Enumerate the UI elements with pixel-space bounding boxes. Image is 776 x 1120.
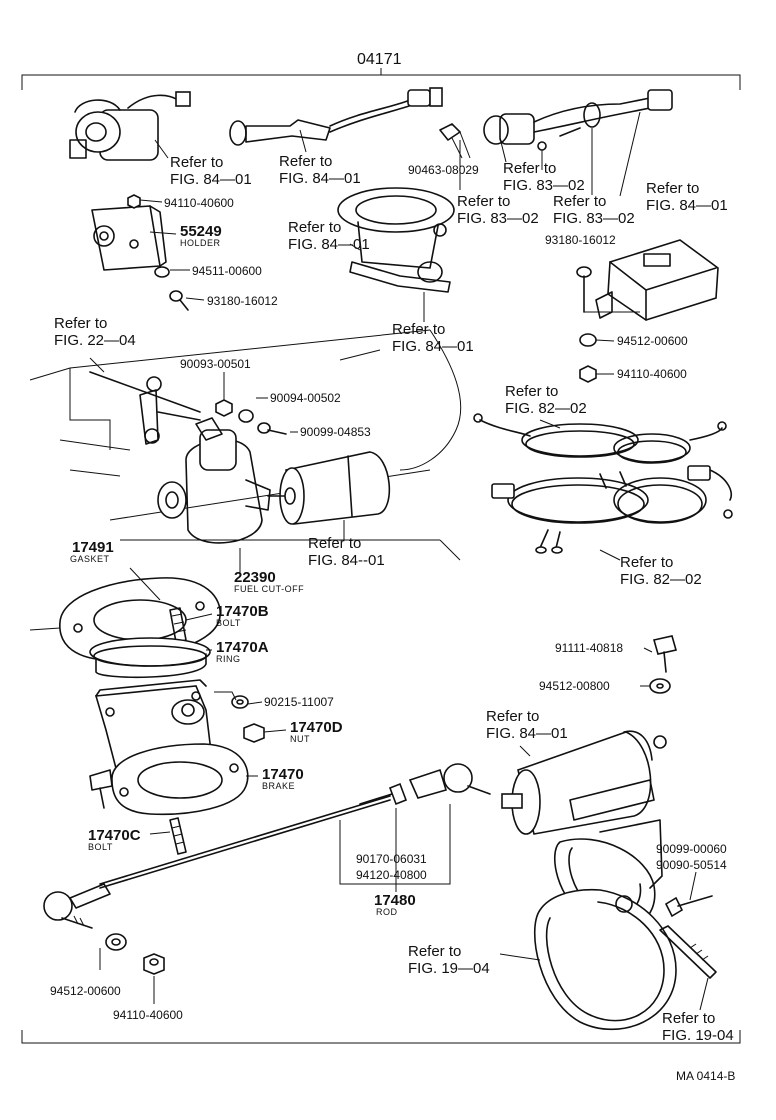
holder-plate-drawing [91, 205, 167, 271]
rod-17480-drawing [43, 793, 393, 929]
part-17470A: 17470A [216, 639, 269, 656]
part-90099-00060: 90099-00060 [656, 842, 727, 856]
part-94110-40600-top: 94110-40600 [164, 196, 234, 210]
solenoid-switch-drawing [69, 91, 191, 161]
washer-94511-drawing [154, 266, 170, 278]
part-55249-name: HOLDER [180, 238, 221, 248]
control-cable-drawing [229, 87, 443, 146]
part-55249: 55249 [180, 223, 222, 240]
switch-harness-drawing [483, 89, 673, 195]
part-90090-50514: 90090-50514 [656, 858, 727, 872]
screw-90099-lower-drawing [664, 895, 713, 918]
part-90094-00502: 90094-00502 [270, 391, 341, 405]
part-17491: 17491 [72, 539, 114, 556]
nut-94110-bottom-drawing [143, 953, 165, 975]
wiring-harness-drawing [473, 413, 733, 554]
figure-code: MA 0414-B [676, 1069, 736, 1083]
part-17470B: 17470B [216, 603, 269, 620]
nut-94110-right-drawing [579, 365, 597, 383]
part-93180-16012-right: 93180-16012 [545, 233, 616, 247]
part-91111-40818: 91111-40818 [555, 641, 624, 655]
screw-93180-right-drawing [576, 266, 640, 313]
clamp-band-drawing [533, 819, 677, 1031]
leader-lines [89, 111, 709, 1011]
part-17470B-name: BOLT [216, 618, 241, 628]
part-17480: 17480 [374, 892, 416, 909]
part-94512-00800: 94512-00800 [539, 679, 610, 693]
throttle-lever-drawing [89, 371, 201, 445]
part-17470C: 17470C [88, 827, 141, 844]
flange-valve-drawing [337, 187, 455, 293]
part-17491-name: GASKET [70, 554, 110, 564]
part-17470D: 17470D [290, 719, 343, 736]
washer-94512-bottom-drawing [105, 933, 127, 951]
part-94110-40600-bottom: 94110-40600 [113, 1008, 183, 1022]
washer-90094-drawing [238, 409, 254, 423]
clip-drawing [439, 123, 463, 159]
part-17470C-name: BOLT [88, 842, 113, 852]
part-93180-16012-left: 93180-16012 [207, 294, 278, 308]
part-17470-name: BRAKE [262, 781, 296, 791]
part-90099-04853: 90099-04853 [300, 425, 371, 439]
part-94511-00600: 94511-00600 [192, 264, 262, 278]
ring-17470A-drawing [89, 637, 211, 679]
long-bolt-drawing [659, 925, 717, 979]
part-22390: 22390 [234, 569, 276, 586]
bolt-91111-drawing [652, 635, 678, 673]
part-90215-11007: 90215-11007 [264, 695, 334, 709]
part-90463-08029: 90463-08029 [408, 163, 479, 177]
part-17470A-name: RING [216, 654, 241, 664]
part-94110-40600-right: 94110-40600 [617, 367, 687, 381]
washer-94512-lower-drawing [649, 678, 671, 694]
part-17470D-name: NUT [290, 734, 310, 744]
screw-93180-left-drawing [169, 290, 189, 311]
part-22390-name: FUEL CUT-OFF [234, 584, 305, 594]
assembly-bracket-top [21, 68, 741, 90]
assembly-number: 04171 [357, 51, 402, 68]
part-94120-40800: 94120-40800 [356, 868, 427, 882]
washer-94512-right-drawing [579, 333, 597, 347]
screw-90099-drawing [257, 422, 287, 435]
part-94512-00600-bottom: 94512-00600 [50, 984, 121, 998]
nut-17470D-drawing [243, 723, 265, 743]
brake-body-drawing [89, 679, 249, 816]
cylinder-solenoid-drawing [267, 451, 391, 525]
part-17470: 17470 [262, 766, 304, 783]
bolt-17470C-drawing [169, 817, 187, 855]
assembly-bracket-bottom [21, 1030, 741, 1044]
bushing-90215-drawing [214, 691, 249, 709]
part-90093-00501: 90093-00501 [180, 357, 251, 371]
rod-end-drawing [388, 763, 491, 806]
part-90170-06031: 90170-06031 [356, 852, 427, 866]
relay-box-drawing [595, 239, 719, 321]
fuel-cutoff-drawing [157, 417, 271, 544]
nut-90093-drawing [215, 399, 233, 417]
part-17480-name: ROD [376, 907, 398, 917]
part-94512-00600-right: 94512-00600 [617, 334, 688, 348]
nut-94110-top-drawing [127, 194, 141, 209]
solenoid-lower-drawing [501, 730, 667, 835]
